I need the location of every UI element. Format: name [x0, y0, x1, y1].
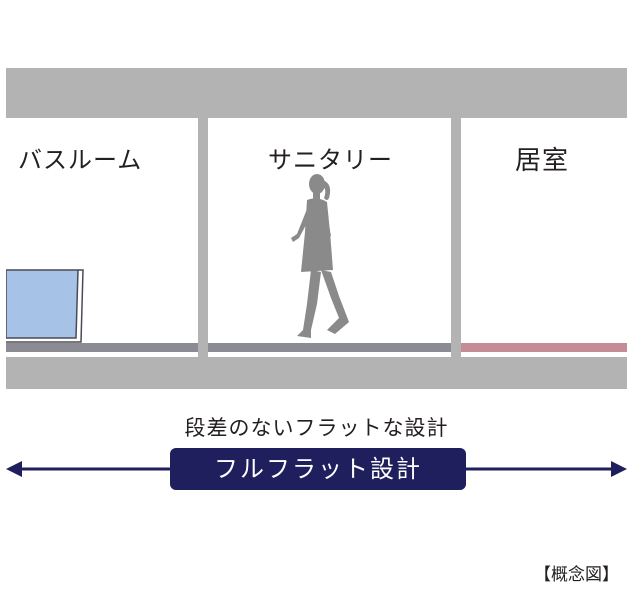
floor-bathroom	[6, 343, 198, 352]
room-label-living: 居室	[515, 146, 570, 176]
caption: 段差のないフラットな設計	[184, 416, 449, 440]
wall-right	[451, 100, 461, 358]
room-label-bathroom: バスルーム	[18, 146, 143, 174]
floor-living	[461, 343, 627, 352]
wall-left	[198, 100, 208, 358]
full-flat-badge: フルフラット設計	[170, 448, 466, 490]
bathtub-icon	[6, 269, 84, 343]
concept-note: 【概念図】	[534, 565, 619, 585]
walking-woman-icon	[291, 174, 349, 338]
ceiling-step	[460, 68, 627, 98]
room-label-sanitary: サニタリー	[268, 146, 393, 174]
floor-sanitary	[208, 343, 451, 352]
floor-slab	[6, 357, 627, 389]
